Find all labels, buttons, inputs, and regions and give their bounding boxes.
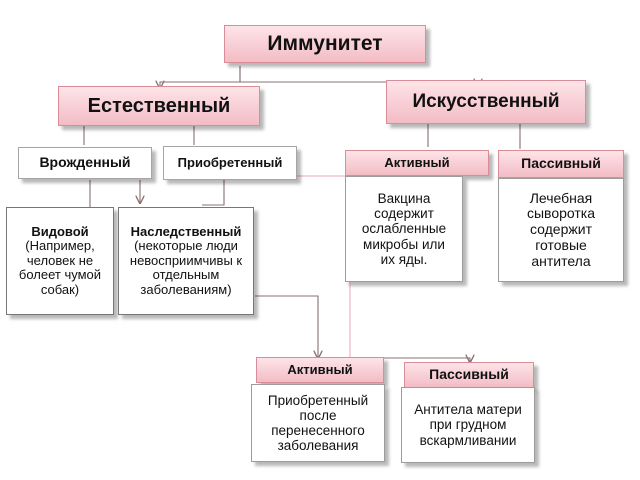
- species-immunity-node: Видовой (Например, человек не болеет чум…: [6, 207, 114, 315]
- artificial-label: Искусственный: [412, 90, 560, 112]
- hereditary-title: Наследственный: [130, 223, 242, 239]
- acquired-immunity-node: Приобретенный: [163, 146, 297, 180]
- connector-acquired-to-bottom: [255, 295, 318, 358]
- passive-bottom-node: Пассивный: [404, 362, 534, 388]
- serum-description: Лечебная сыворотка содержит готовые анти…: [498, 178, 624, 282]
- root-node-immunity: Иммунитет: [224, 25, 426, 63]
- hereditary-text: (некоторые люди невосприимчивы к отдельн…: [129, 238, 243, 297]
- natural-label: Естественный: [87, 94, 231, 117]
- active-bottom-description: Приобретенный после перенесенного заболе…: [251, 384, 385, 462]
- passive-bottom-text: Антитела матери при грудном вскармливани…: [414, 402, 522, 448]
- active-bottom-label: Активный: [287, 361, 353, 377]
- passive-top-label: Пассивный: [521, 155, 601, 172]
- passive-bottom-description: Антитела матери при грудном вскармливани…: [401, 387, 535, 463]
- active-bottom-text: Приобретенный после перенесенного заболе…: [267, 392, 369, 454]
- active-bottom-node: Активный: [256, 357, 384, 383]
- vaccine-description: Вакцина содержит ослабленные микробы или…: [345, 176, 463, 282]
- active-top-node: Активный: [345, 150, 489, 176]
- species-title: Видовой: [31, 223, 89, 239]
- connector-root-natural: [160, 66, 241, 88]
- passive-top-node: Пассивный: [498, 150, 624, 178]
- innate-immunity-node: Врожденный: [18, 147, 152, 179]
- active-top-label: Активный: [384, 154, 450, 170]
- passive-bottom-label: Пассивный: [429, 366, 509, 383]
- serum-text: Лечебная сыворотка содержит готовые анти…: [526, 189, 596, 269]
- vaccine-text: Вакцина содержит ослабленные микробы или…: [361, 191, 447, 267]
- acquired-label: Приобретенный: [177, 154, 283, 170]
- root-label: Иммунитет: [267, 32, 383, 56]
- species-text: (Например, человек не болеет чумой собак…: [18, 238, 102, 297]
- innate-label: Врожденный: [39, 154, 131, 171]
- artificial-immunity-node: Искусственный: [386, 80, 586, 124]
- connector-acquired-activebottom: [202, 180, 225, 206]
- hereditary-immunity-node: Наследственный (некоторые люди невосприи…: [118, 207, 254, 315]
- natural-immunity-node: Естественный: [58, 86, 260, 126]
